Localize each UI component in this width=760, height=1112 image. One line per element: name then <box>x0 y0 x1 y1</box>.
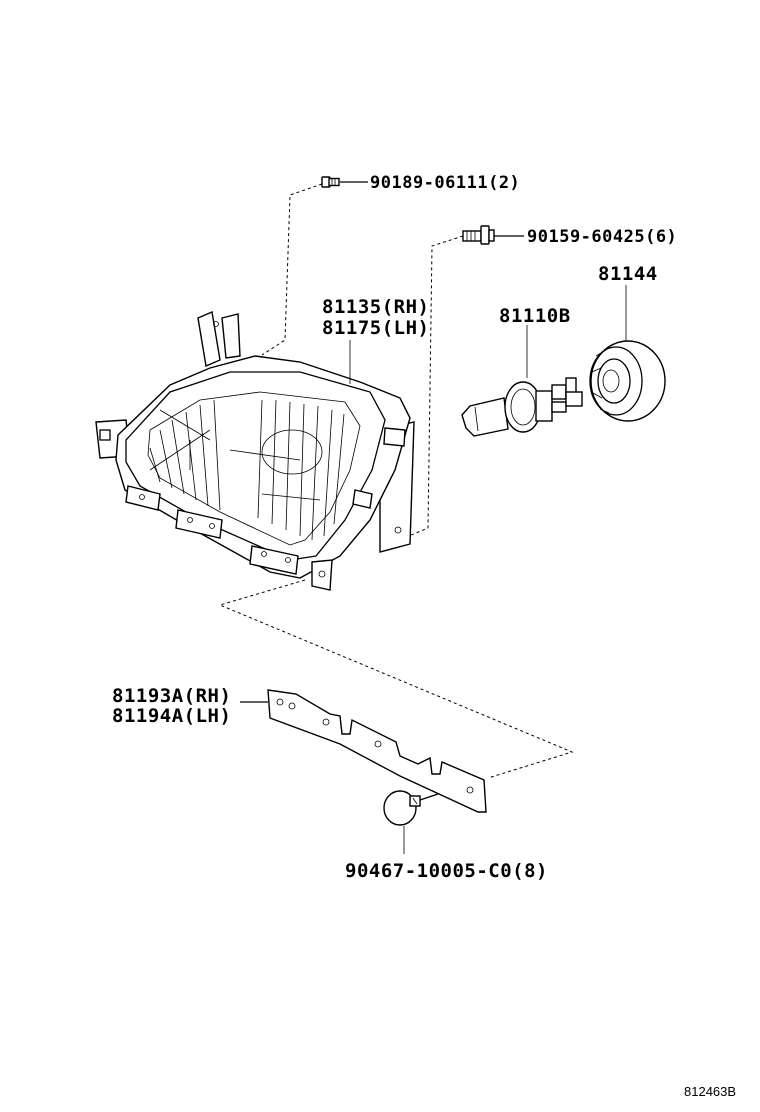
callout-bolt-right: 90159-60425(6) <box>527 227 677 247</box>
callout-socket: 81144 <box>598 263 658 285</box>
callout-bracket-rh: 81193A(RH) <box>112 685 231 707</box>
dashed-leaders <box>218 183 574 779</box>
callout-headlamp-lh: 81175(LH) <box>322 317 429 339</box>
callout-headlamp-rh: 81135(RH) <box>322 296 429 318</box>
callout-bracket-lh: 81194A(LH) <box>112 705 231 727</box>
bracket-part <box>240 689 487 813</box>
callout-bolt-top: 90189-06111(2) <box>370 173 520 193</box>
bulb-part <box>461 325 583 437</box>
callout-bulb: 81110B <box>499 305 571 327</box>
socket-part <box>589 285 666 422</box>
bolt-right-part <box>462 225 524 245</box>
callout-clip: 90467-10005-C0(8) <box>345 860 548 882</box>
bolt-top-part <box>321 176 368 188</box>
headlamp-part <box>95 311 415 591</box>
figure-id: 812463B <box>684 1084 736 1099</box>
clip-part <box>383 790 439 854</box>
